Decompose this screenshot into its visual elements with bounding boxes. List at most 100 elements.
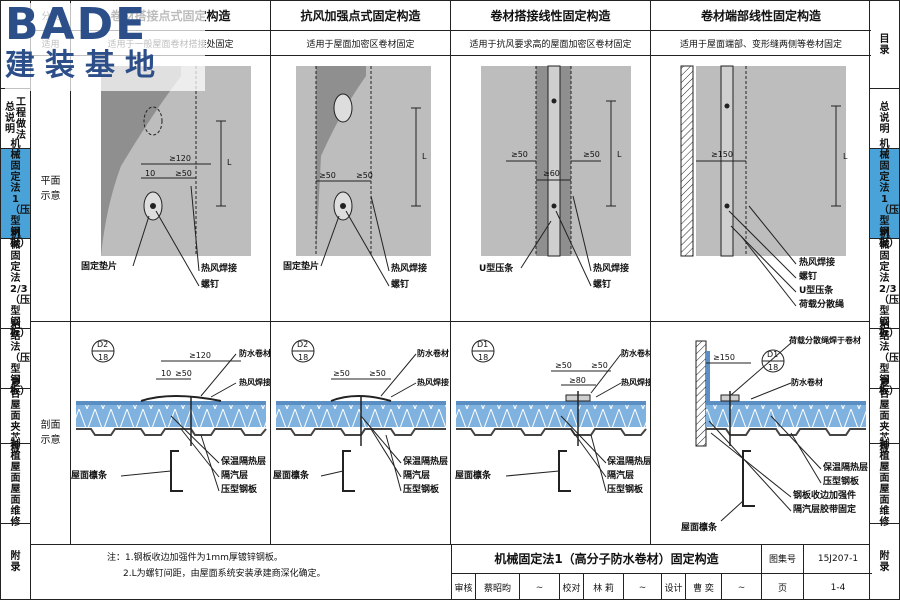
callout-label: 热风焊接: [391, 264, 428, 274]
right-tab-mech1-label: 机械固定法1（压型钢板）: [879, 138, 899, 249]
drawing-title: 机械固定法1（高分子防水卷材）固定构造: [452, 544, 762, 574]
dim-label: ≥50: [356, 171, 373, 180]
right-tab-bond[interactable]: 粘结法（压型钢板）: [870, 320, 899, 397]
right-tab-general[interactable]: 总说明: [870, 89, 899, 149]
left-tab-sandwich[interactable]: 复合屋面夹芯板: [1, 378, 30, 455]
row-label-plan-text: 平面示意: [40, 175, 61, 202]
callout-label: 隔汽层: [221, 471, 249, 481]
plan-panel-2: ≥50 ≥50 L 固定垫片 热风焊接 螺钉: [271, 56, 451, 321]
detail-ref-label: D2: [97, 340, 109, 349]
callout-label: 荷载分散绳焊于卷材: [789, 336, 861, 345]
leader-line: [120, 470, 172, 477]
fixing-plate-hidden: [143, 106, 163, 136]
leader-line: [320, 215, 340, 267]
leader-line: [770, 415, 822, 470]
detail-ref-sheet: 18: [478, 353, 489, 362]
membrane-upturn: [706, 351, 710, 401]
right-tab-contents[interactable]: 目录: [870, 1, 899, 89]
leader-line: [200, 353, 237, 397]
callout-label: 保温隔热层: [403, 457, 449, 467]
screw-icon: [340, 203, 346, 209]
dim-label: ≥50: [369, 369, 386, 378]
plan-drawing-2: [296, 66, 431, 287]
purlin: [170, 450, 183, 492]
leader-line: [210, 382, 237, 398]
left-tab-mech1-label: 机械固定法1（压型钢板）: [10, 138, 30, 249]
callout-label: 隔汽层胶带固定: [793, 505, 857, 515]
plan-drawing-3: [481, 65, 631, 287]
steel-deck: [76, 428, 267, 436]
callout-label: 固定垫片: [283, 262, 320, 272]
leader-line: [390, 382, 417, 398]
screw-icon: [150, 203, 156, 209]
dim-label: L: [422, 152, 427, 161]
right-tab-mech1[interactable]: 机械固定法1（压型钢板）: [870, 139, 899, 249]
col-sub-2: 适用于屋面加密区卷材固定: [271, 31, 451, 56]
left-tab-green[interactable]: 种植屋面屋面维修: [1, 440, 30, 528]
leader-line: [155, 210, 200, 287]
leader-line: [590, 353, 622, 394]
section-drawing-4: [695, 340, 866, 522]
atlas-label: 图集号: [762, 544, 804, 574]
review-label: 审核: [452, 574, 476, 600]
membrane-overlap: [140, 395, 222, 402]
row-label-section: 剖面示意: [31, 321, 71, 544]
col-title-2: 抗风加强点式固定构造: [271, 1, 451, 31]
col-title-3: 卷材搭接线性固定构造: [451, 1, 651, 31]
left-tab-appendix[interactable]: 附录: [1, 524, 30, 599]
membrane-layer: [706, 401, 866, 405]
callout-label: 热风焊接: [201, 264, 238, 274]
logo-text-en: BADE: [5, 0, 148, 50]
purlin: [742, 450, 755, 507]
right-tab-contents-label: 目录: [879, 33, 890, 56]
screw-icon: [724, 203, 730, 209]
left-tab-sandwich-label: 复合屋面夹芯板: [10, 377, 21, 455]
checker-signature: ~: [624, 574, 662, 600]
right-tab-green[interactable]: 种植屋面屋面维修: [870, 440, 899, 528]
left-tab-mech1[interactable]: 机械固定法1（压型钢板）: [1, 139, 30, 249]
leader-line: [595, 382, 622, 398]
leader-line: [385, 434, 402, 492]
callout-label: 热风焊接: [239, 378, 271, 387]
designer-signature: ~: [722, 574, 762, 600]
plan-drawing-4: [680, 65, 846, 307]
dim-label: 10: [145, 169, 156, 178]
callout-label: 螺钉: [391, 280, 410, 290]
right-tab-sandwich[interactable]: 复合屋面夹芯板: [870, 378, 899, 455]
dim-label: ≥60: [543, 169, 560, 178]
left-tab-general[interactable]: 总说明工程做法: [1, 89, 30, 149]
detail-ref-label: D1: [477, 340, 489, 349]
checker-name: 林 莉: [584, 574, 624, 600]
reviewer-name: 蔡昭昀: [476, 574, 520, 600]
left-tab-mech23[interactable]: 机械固定法2/3（压型钢板）: [1, 229, 30, 339]
parapet-wall: [680, 65, 694, 257]
callout-label: 防水卷材: [417, 349, 449, 358]
dim-label: L: [617, 150, 622, 159]
callout-label: 压型钢板: [403, 485, 440, 495]
overlap-region: [316, 66, 366, 256]
callout-label: 屋面檩条: [455, 471, 492, 481]
notes-block: 注：1.钢板收边加强件为1mm厚镀锌钢板。 2.L为螺钉间距，由屋面系统安装承建…: [71, 544, 471, 600]
dim-label: ≥120: [189, 351, 211, 360]
callout-label: 荷载分散绳: [799, 300, 845, 310]
design-label: 设计: [662, 574, 686, 600]
page-label: 页: [762, 574, 804, 600]
right-tab-mech23[interactable]: 机械固定法2/3（压型钢板）: [870, 229, 899, 339]
left-tab-mech23-label: 机械固定法2/3（压型钢板）: [10, 228, 30, 339]
section-panel-3: D1 18 ≥50 ≥50 ≥80 防水卷材 热风焊接 保温隔热层 隔汽层 压型…: [451, 321, 651, 544]
leader-line: [590, 434, 607, 492]
left-tab-bond[interactable]: 粘结法（压型钢板）: [1, 320, 30, 397]
leader-line: [720, 500, 744, 522]
right-tab-appendix[interactable]: 附录: [870, 524, 899, 599]
leader-line: [710, 432, 792, 498]
col-sub-4: 适用于屋面端部、变形缝两侧等卷材固定: [651, 31, 871, 56]
dim-label: L: [227, 158, 232, 167]
leader-line: [740, 235, 797, 307]
dim-label: ≥50: [333, 369, 350, 378]
insulation-layer: [456, 405, 646, 427]
purlin: [342, 450, 355, 492]
callout-label: 压型钢板: [823, 477, 860, 487]
dim-label: ≥120: [169, 154, 191, 163]
dim-label: ≥50: [511, 150, 528, 159]
